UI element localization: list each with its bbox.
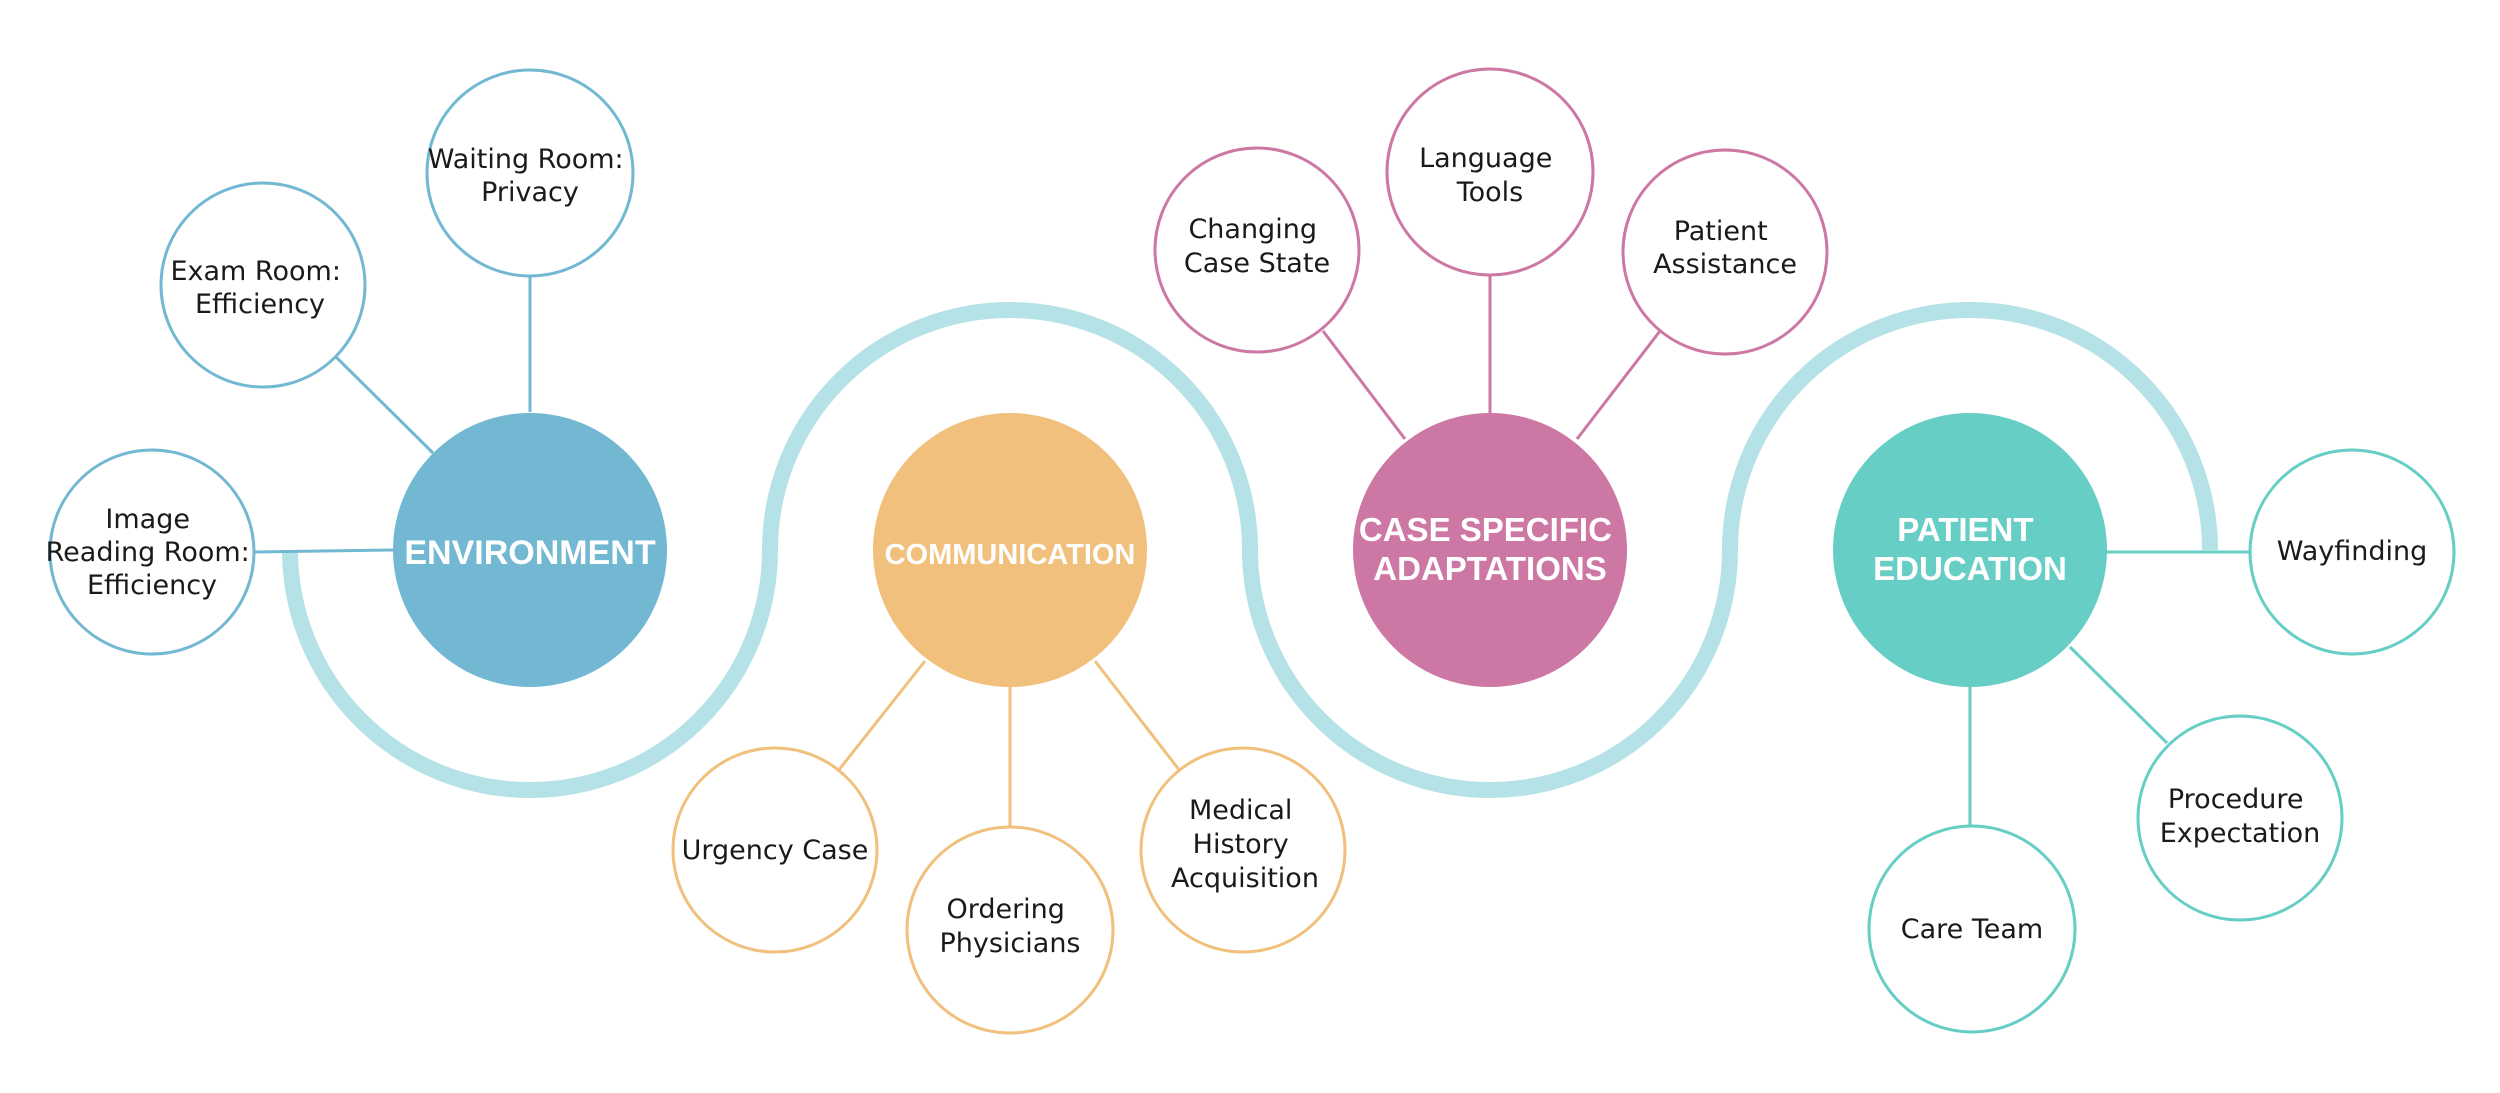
leaf-language-tools[interactable] <box>1385 67 1595 277</box>
connector-communication-medical-history <box>1093 660 1182 772</box>
leaf-urgency-case-label: Urgency Case <box>682 835 869 866</box>
connector-communication-urgency-case <box>836 660 927 772</box>
hub-patient-education[interactable] <box>1833 413 2107 687</box>
leaf-ordering-physicians[interactable] <box>905 825 1115 1035</box>
leaf-wayfinding-label: Wayfinding <box>2277 536 2428 567</box>
hub-communication[interactable] <box>873 413 1147 687</box>
leaf-exam-room-label: Exam Room: Efficiency <box>170 256 349 320</box>
hub-environment[interactable] <box>393 413 667 687</box>
hub-patient-education-label: PATIENT EDUCATION <box>1873 511 2067 587</box>
leaf-patient-assistance-label: Patient Assistance <box>1653 216 1797 280</box>
leaf-exam-room[interactable] <box>159 181 367 389</box>
connector-path <box>282 302 2218 798</box>
leaf-procedure-expectation[interactable] <box>2136 714 2344 922</box>
connector-case-specific-patient-assistance <box>1575 330 1662 440</box>
patient-education-group: Wayfinding Procedure Expectation Care Te… <box>1833 413 2456 1034</box>
leaf-medical-history-label: Medical History Acquisition <box>1171 795 1319 894</box>
connector-environment-image-reading-room <box>253 548 395 554</box>
hub-environment-label: ENVIRONMENT <box>404 534 655 572</box>
leaf-language-tools-label: Language Tools <box>1419 143 1561 208</box>
leaf-wayfinding[interactable] <box>2248 448 2456 656</box>
leaf-ordering-physicians-label: Ordering Physicians <box>939 894 1080 959</box>
case-specific-group: Changing Case State Language Tools Patie… <box>1153 67 1829 687</box>
environment-group: Image Reading Room: Efficiency Exam Room… <box>46 68 667 687</box>
connector-environment-exam-room <box>334 355 435 455</box>
leaf-changing-case-state[interactable] <box>1153 146 1361 354</box>
connector-patient-education-procedure-expectation <box>2068 645 2169 745</box>
leaf-waiting-room-label: Waiting Room: Privacy <box>428 144 633 208</box>
communication-group: Urgency Case Ordering Physicians Medical… <box>671 413 1347 1035</box>
leaf-care-team[interactable] <box>1867 824 2077 1034</box>
connector-case-specific-changing-case-state <box>1321 330 1407 440</box>
hub-communication-label: COMMUNICATION <box>885 539 1136 571</box>
leaf-procedure-expectation-label: Procedure Expectation <box>2160 784 2320 849</box>
leaf-changing-case-state-label: Changing Case State <box>1184 214 1330 279</box>
leaf-image-reading-room[interactable] <box>48 448 256 656</box>
leaf-urgency-case[interactable] <box>671 746 879 954</box>
leaf-medical-history[interactable] <box>1139 746 1347 954</box>
leaf-care-team-label: Care Team <box>1901 914 2043 945</box>
leaf-patient-assistance[interactable] <box>1621 148 1829 356</box>
hub-case-specific-adaptations-label: CASE SPECIFIC ADAPTATIONS <box>1359 511 1621 587</box>
leaf-waiting-room[interactable] <box>425 68 635 278</box>
leaf-image-reading-room-label: Image Reading Room: Efficiency <box>46 504 259 601</box>
hub-case-specific-adaptations[interactable] <box>1353 413 1627 687</box>
